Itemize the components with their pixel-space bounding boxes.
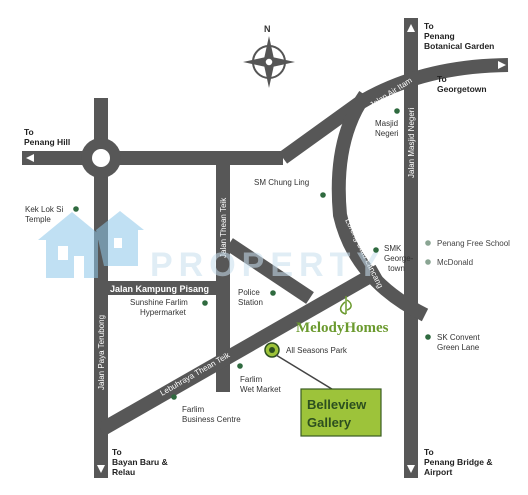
- landmark-sk-convent: SK Convent Green Lane: [425, 333, 480, 352]
- svg-text:Botanical Garden: Botanical Garden: [424, 41, 494, 51]
- svg-text:SM Chung Ling: SM Chung Ling: [254, 178, 309, 187]
- svg-text:To: To: [424, 447, 434, 457]
- svg-text:McDonald: McDonald: [437, 258, 473, 267]
- svg-text:SMK: SMK: [384, 244, 402, 253]
- landmark-masjid-negeri: Masjid Negeri: [375, 108, 400, 138]
- melody-homes-logo: MelodyHomes: [296, 296, 389, 336]
- direction-arrows: [26, 24, 506, 473]
- svg-text:Station: Station: [238, 298, 263, 307]
- landmark-all-seasons: All Seasons Park: [264, 342, 348, 358]
- road-label-kampung-pisang: Jalan Kampung Pisang: [110, 284, 209, 294]
- roundabout: [81, 138, 121, 178]
- house-icon: [38, 211, 144, 278]
- arrow-right-icon: [498, 61, 506, 69]
- landmark-kek-lok-si: Kek Lok Si Temple: [25, 205, 79, 224]
- svg-text:Temple: Temple: [25, 215, 51, 224]
- landmark-mcdonald: McDonald: [425, 258, 473, 267]
- direction-penang-bridge: To Penang Bridge & Airport: [424, 447, 492, 477]
- compass-icon: N: [243, 24, 295, 88]
- road-lorong-batu-lancang: [331, 90, 429, 322]
- arrow-left-icon: [26, 154, 34, 162]
- gallery-line1: Belleview: [307, 397, 367, 412]
- svg-text:Green Lane: Green Lane: [437, 343, 480, 352]
- landmark-smk-georgetown: SMK George- town: [373, 244, 414, 273]
- arrow-up-icon: [407, 24, 415, 32]
- road-label-thean-teik: Jalan Thean Teik: [219, 197, 228, 258]
- svg-text:Penang Hill: Penang Hill: [24, 137, 70, 147]
- svg-text:Business Centre: Business Centre: [182, 415, 241, 424]
- svg-text:Negeri: Negeri: [375, 129, 399, 138]
- direction-botanical: To Penang Botanical Garden: [424, 21, 494, 51]
- svg-text:SK Convent: SK Convent: [437, 333, 480, 342]
- watermark-text: PROPERTY: [150, 246, 385, 284]
- svg-text:To: To: [437, 74, 447, 84]
- watermark: PROPERTY: [38, 211, 385, 284]
- arrow-down-icon: [407, 465, 415, 473]
- svg-text:Wet Market: Wet Market: [240, 385, 282, 394]
- road-police-link: [225, 238, 314, 304]
- svg-text:Penang: Penang: [424, 31, 455, 41]
- direction-bayan-baru: To Bayan Baru & Relau: [112, 447, 168, 477]
- landmark-sm-chung-ling: SM Chung Ling: [254, 178, 326, 198]
- svg-text:Bayan Baru &: Bayan Baru &: [112, 457, 168, 467]
- svg-text:Hypermarket: Hypermarket: [140, 308, 187, 317]
- svg-text:Georgetown: Georgetown: [437, 84, 487, 94]
- compass-north-label: N: [264, 24, 271, 34]
- svg-text:Farlim: Farlim: [240, 375, 263, 384]
- svg-text:Police: Police: [238, 288, 260, 297]
- road-label-masjid-negeri: Jalan Masjid Negeri: [407, 108, 416, 178]
- road-label-paya-terubong: Jalan Paya Terubong: [97, 315, 106, 390]
- svg-text:Penang Free School: Penang Free School: [437, 239, 510, 248]
- arrow-down-icon: [97, 465, 105, 473]
- svg-text:To: To: [112, 447, 122, 457]
- gallery-line2: Gallery: [307, 415, 352, 430]
- svg-text:Farlim: Farlim: [182, 405, 205, 414]
- music-note-icon: [339, 296, 352, 315]
- svg-text:Sunshine Farlim: Sunshine Farlim: [130, 298, 188, 307]
- svg-text:To: To: [24, 127, 34, 137]
- svg-text:To: To: [424, 21, 434, 31]
- belleview-gallery-box: Belleview Gallery: [300, 388, 382, 437]
- svg-text:Relau: Relau: [112, 467, 135, 477]
- svg-text:town: town: [388, 264, 405, 273]
- svg-text:Penang Bridge &: Penang Bridge &: [424, 457, 492, 467]
- brand-name: MelodyHomes: [296, 320, 389, 336]
- svg-text:Masjid: Masjid: [375, 119, 398, 128]
- svg-text:George-: George-: [384, 254, 414, 263]
- svg-text:Kek Lok Si: Kek Lok Si: [25, 205, 63, 214]
- svg-text:All Seasons Park: All Seasons Park: [286, 346, 348, 355]
- landmark-farlim-business: Farlim Business Centre: [171, 394, 241, 424]
- landmark-farlim-wet: Farlim Wet Market: [237, 363, 282, 394]
- landmark-penang-free-school: Penang Free School: [425, 239, 510, 248]
- direction-georgetown: To Georgetown: [437, 74, 487, 94]
- svg-text:Airport: Airport: [424, 467, 453, 477]
- road-lebuhraya: [97, 264, 383, 437]
- landmark-police-station: Police Station: [238, 288, 276, 307]
- direction-penang-hill: To Penang Hill: [24, 127, 70, 147]
- landmark-sunshine: Sunshine Farlim Hypermarket: [130, 298, 208, 317]
